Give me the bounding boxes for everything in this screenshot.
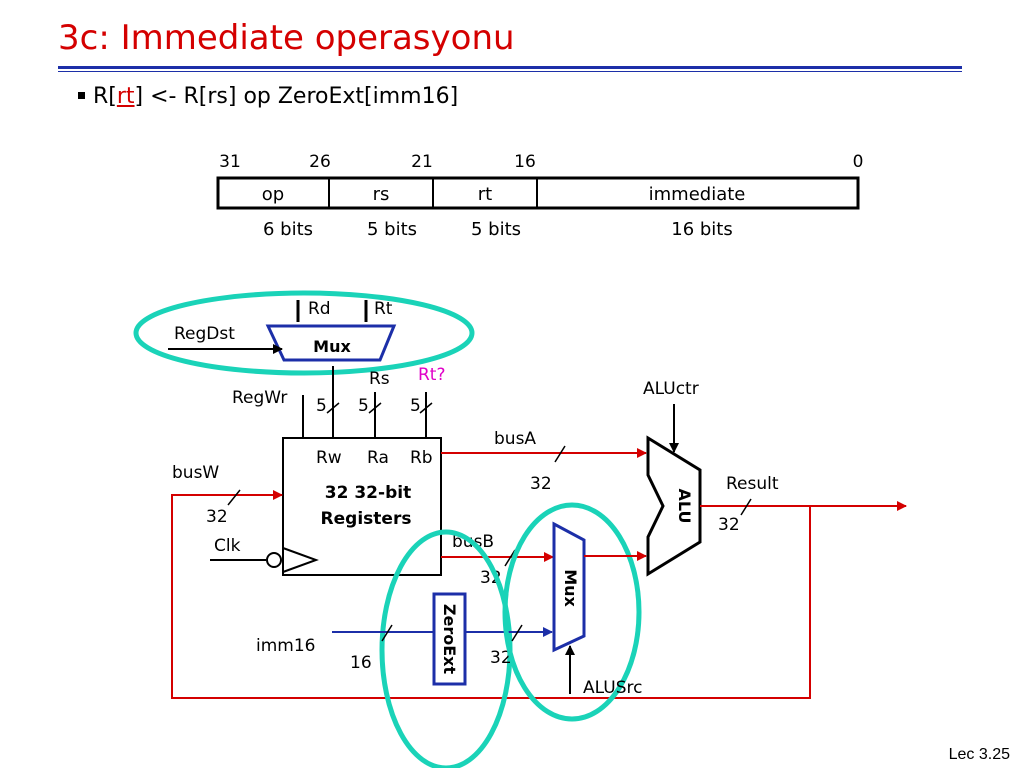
register-file: Rw Ra Rb 32 32-bit Registers Clk: [210, 437, 442, 576]
alu: [646, 435, 702, 577]
regdst-mux-label: Mux: [313, 337, 351, 356]
slide-title: 3c: Immediate operasyonu: [58, 18, 515, 58]
bullet-square: [78, 91, 85, 99]
busa-width: 32: [530, 474, 552, 494]
title-rule: [58, 66, 962, 69]
regdst-label: RegDst: [174, 324, 235, 344]
bullet-rt: rt: [116, 84, 135, 109]
regwr-label: RegWr: [232, 388, 287, 408]
zeroext-box: [432, 592, 467, 686]
rb-port-label: Rb: [410, 448, 433, 468]
bus-slash: [368, 402, 382, 414]
imm16-label: imm16: [256, 636, 315, 656]
imm16-width: 16: [350, 653, 372, 673]
regdst-mux-group: Rd Rt Mux RegDst: [133, 290, 475, 376]
rt-label: Rt: [374, 299, 393, 319]
highlight-ellipse: [133, 290, 475, 376]
ra-port-label: Ra: [367, 448, 389, 468]
field-name: immediate: [649, 184, 746, 205]
bus-width-label: 5: [316, 396, 327, 416]
alusrc-mux: [552, 521, 586, 653]
result-label: Result: [726, 474, 779, 494]
page-number: Lec 3.25: [948, 746, 1010, 763]
title-rule-thin: [58, 71, 962, 72]
aluctr-label: ALUctr: [643, 379, 699, 399]
clock-triangle: [282, 547, 319, 573]
field-width: 5 bits: [471, 219, 521, 240]
rs-label: Rs: [369, 369, 390, 389]
bullet-prefix: R[: [93, 84, 117, 109]
alusrc-label: ALUSrc: [583, 678, 642, 698]
bus-slash: [511, 624, 523, 642]
zeroext-label: ZeroExt: [440, 604, 459, 675]
bus-slash: [227, 489, 241, 506]
bus-width-label: 5: [358, 396, 369, 416]
feedback-line: [171, 490, 811, 699]
field-name: op: [262, 184, 284, 205]
busw-label: busW: [172, 463, 219, 483]
writeback-path: busW 32: [171, 463, 811, 699]
field-name: rt: [478, 184, 492, 205]
bit-number: 26: [309, 152, 331, 172]
alusrc-mux-group: Mux ALUSrc: [502, 502, 647, 722]
bus-slash: [504, 549, 516, 567]
highlight-ellipse: [502, 502, 642, 722]
register-file-box: [282, 437, 442, 576]
result-width: 32: [718, 515, 740, 535]
bus-slash: [381, 624, 393, 642]
bus-slash: [554, 445, 566, 463]
register-file-label: 32 32-bit: [325, 483, 411, 503]
field-width: 5 bits: [367, 219, 417, 240]
zeroext-width: 32: [490, 648, 512, 668]
bit-number: 0: [853, 152, 864, 172]
clk-label: Clk: [214, 536, 241, 556]
register-file-label: Registers: [321, 509, 412, 529]
clk-bubble: [266, 552, 282, 568]
instruction-bullet: R[rt] <- R[rs] op ZeroExt[imm16]: [78, 84, 458, 109]
register-inputs: Rs Rt? RegWr 5 5 5: [232, 365, 446, 438]
bus-slash: [326, 402, 340, 414]
busa-path: busA 32: [441, 429, 647, 494]
bullet-suffix: ] <- R[rs] op ZeroExt[imm16]: [134, 84, 459, 109]
bus-width-label: 5: [410, 396, 421, 416]
busw-width: 32: [206, 507, 228, 527]
bus-slash: [740, 498, 752, 516]
alusrc-mux-label: Mux: [561, 569, 580, 607]
bit-number: 21: [411, 152, 433, 172]
bus-slash: [419, 402, 433, 414]
rw-port-label: Rw: [316, 448, 342, 468]
instruction-format: 31 26 21 16 0 op rs rt immediate 6 bits …: [216, 152, 864, 240]
alu-label: ALU: [675, 489, 694, 524]
rt-question-label: Rt?: [418, 365, 446, 385]
rd-label: Rd: [308, 299, 331, 319]
field-width: 16 bits: [671, 219, 733, 240]
alu-group: ALU ALUctr Result 32: [643, 379, 907, 577]
field-name: rs: [373, 184, 390, 205]
field-width: 6 bits: [263, 219, 313, 240]
bit-number: 16: [514, 152, 536, 172]
bit-number: 31: [219, 152, 241, 172]
busa-label: busA: [494, 429, 536, 449]
